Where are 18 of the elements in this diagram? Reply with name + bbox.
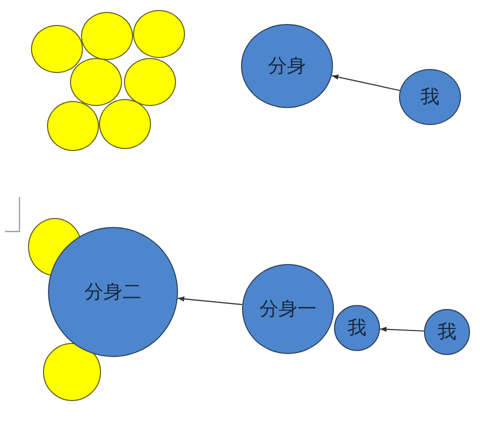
circle [81,12,133,60]
arrow [380,326,424,332]
arrow [178,296,242,306]
node-label: 分身一 [260,300,316,318]
node-label: 我 [420,88,440,106]
circle-node [424,309,470,355]
circle [99,99,151,149]
node-label: 我 [348,318,366,338]
arrow [332,74,400,92]
node-label: 我 [438,322,456,342]
circle-node [334,305,380,351]
circle [70,58,122,106]
circle [124,58,176,106]
circle [133,10,185,58]
circle [31,25,83,73]
node-label: 分身 [268,56,306,76]
node-label: 分身二 [84,282,142,302]
circle [47,101,99,151]
